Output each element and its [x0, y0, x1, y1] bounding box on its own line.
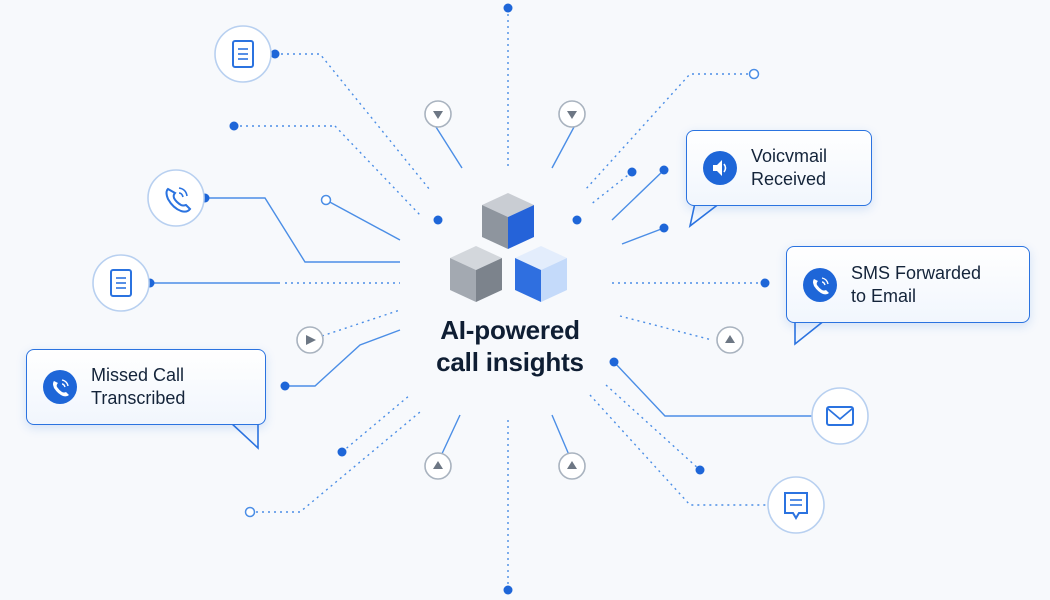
envelope-icon: [811, 387, 869, 445]
center-title-line1: AI-powered: [440, 315, 580, 345]
hollow-dots: [244, 68, 760, 518]
speaker-icon: [703, 151, 737, 185]
sms-bubble: SMS Forwarded to Email: [786, 246, 1030, 323]
sms-line1: SMS Forwarded: [851, 262, 982, 283]
center-title-line2: call insights: [436, 347, 584, 377]
missed-call-bubble: Missed Call Transcribed: [26, 349, 266, 425]
sms-line2: to Email: [851, 285, 917, 306]
play-icon: [296, 326, 324, 354]
document-icon: [214, 25, 272, 83]
chat-icon: [767, 476, 825, 534]
missed-call-line2: Transcribed: [91, 388, 186, 408]
bubble-tails: [229, 202, 826, 450]
cubes-icon: [450, 193, 567, 302]
arrow-down-icon: [558, 100, 586, 128]
center-title: AI-powered call insights: [380, 314, 640, 378]
voicemail-bubble: Voicvmail Received: [686, 130, 872, 206]
arrow-up-icon: [424, 452, 452, 480]
voicemail-line2: Received: [751, 169, 827, 189]
phone-icon: [43, 370, 77, 404]
arrow-down-icon: [424, 100, 452, 128]
connector-lines: [150, 8, 812, 590]
phone-icon: [803, 267, 837, 302]
arrow-up-icon: [558, 452, 586, 480]
arrow-up-icon: [716, 326, 744, 354]
document-icon: [92, 254, 150, 312]
missed-call-line1: Missed Call: [91, 365, 185, 385]
phone-icon: [147, 169, 205, 227]
voicemail-line1: Voicvmail: [751, 146, 828, 166]
connector-dots: [145, 3, 770, 595]
